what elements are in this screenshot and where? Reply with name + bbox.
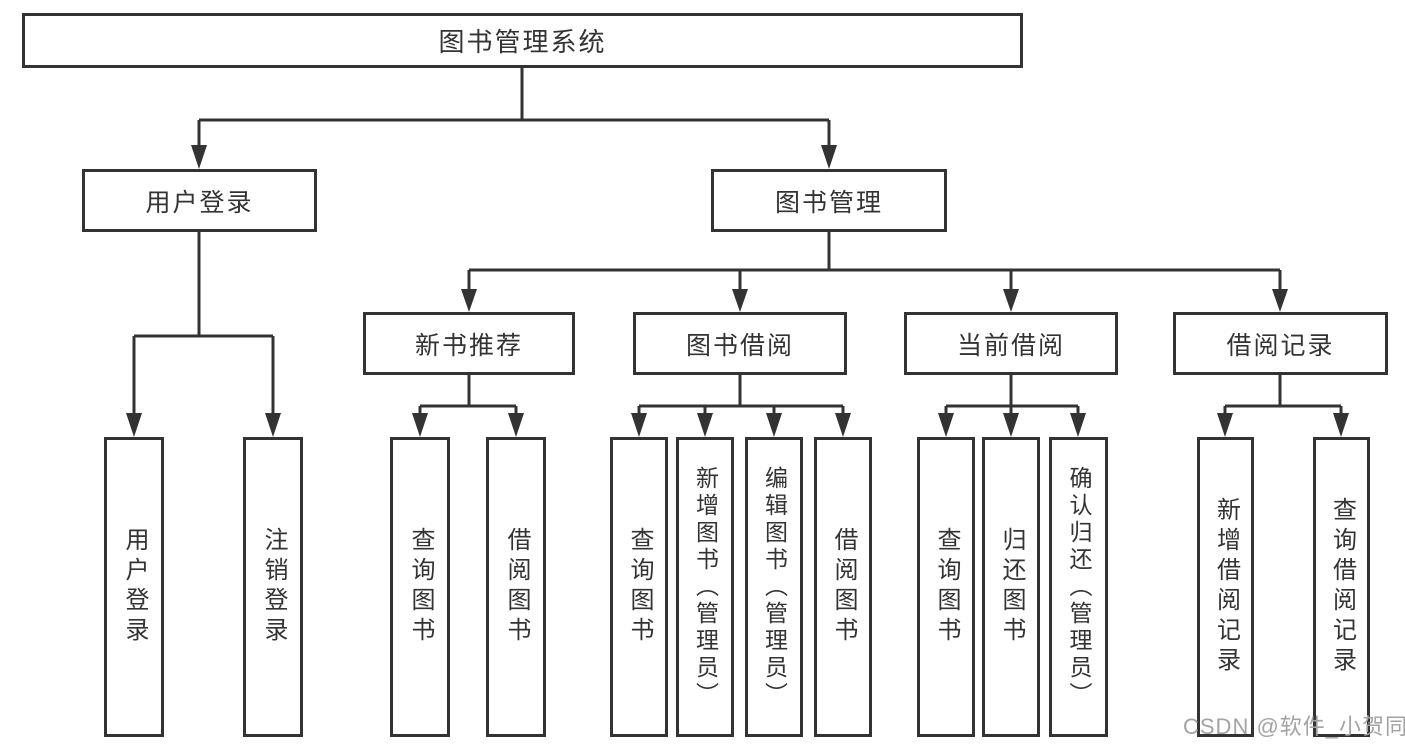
leaf-add-books-admin: 新增图书（管理员） bbox=[676, 437, 734, 737]
leaf-query-books-current: 查询图书 bbox=[917, 437, 975, 737]
leaf-query-borrow-record: 查询借阅记录 bbox=[1313, 437, 1370, 737]
node-user-login: 用户登录 bbox=[82, 169, 317, 232]
node-label: 图书管理系统 bbox=[438, 27, 607, 57]
leaf-borrow-books: 借阅图书 bbox=[814, 437, 872, 737]
leaf-query-books-borrow: 查询图书 bbox=[610, 437, 668, 737]
node-label: 新增借阅记录 bbox=[1212, 497, 1240, 677]
leaf-add-borrow-record: 新增借阅记录 bbox=[1197, 437, 1254, 737]
node-label: 图书管理 bbox=[774, 188, 883, 217]
csdn-watermark: CSDN @软件_小贺同学 bbox=[1183, 714, 1405, 739]
node-label: 用户登录 bbox=[145, 188, 254, 217]
leaf-logout: 注销登录 bbox=[243, 437, 303, 737]
node-label: 编辑图书（管理员） bbox=[761, 465, 788, 709]
node-label: 归还图书 bbox=[998, 527, 1025, 647]
node-label: 查询借阅记录 bbox=[1328, 497, 1356, 677]
node-label: 查询图书 bbox=[933, 527, 960, 647]
node-label: 借阅记录 bbox=[1226, 331, 1335, 360]
node-label: 当前借阅 bbox=[956, 331, 1065, 360]
node-label: 借阅图书 bbox=[503, 527, 530, 647]
node-current-borrow: 当前借阅 bbox=[904, 312, 1118, 375]
node-label: 新增图书（管理员） bbox=[692, 465, 719, 709]
node-label: 注销登录 bbox=[260, 527, 287, 647]
leaf-user-login: 用户登录 bbox=[104, 437, 164, 737]
node-label: 借阅图书 bbox=[830, 527, 857, 647]
node-book-borrow: 图书借阅 bbox=[633, 312, 847, 375]
leaf-borrow-books-recommend: 借阅图书 bbox=[486, 437, 546, 737]
node-new-book-recommend: 新书推荐 bbox=[363, 312, 575, 375]
node-label: 图书借阅 bbox=[685, 331, 794, 360]
node-book-management: 图书管理 bbox=[711, 169, 947, 232]
node-label: 用户登录 bbox=[121, 527, 148, 647]
node-library-management-system: 图书管理系统 bbox=[22, 13, 1023, 68]
node-label: 查询图书 bbox=[407, 527, 434, 647]
node-borrow-records: 借阅记录 bbox=[1173, 312, 1388, 375]
node-label: 新书推荐 bbox=[414, 331, 523, 360]
leaf-return-books: 归还图书 bbox=[982, 437, 1040, 737]
leaf-confirm-return-admin: 确认归还（管理员） bbox=[1049, 437, 1108, 737]
leaf-query-books-recommend: 查询图书 bbox=[390, 437, 450, 737]
node-label: 查询图书 bbox=[626, 527, 653, 647]
node-label: 确认归还（管理员） bbox=[1066, 465, 1092, 709]
leaf-edit-books-admin: 编辑图书（管理员） bbox=[745, 437, 803, 737]
